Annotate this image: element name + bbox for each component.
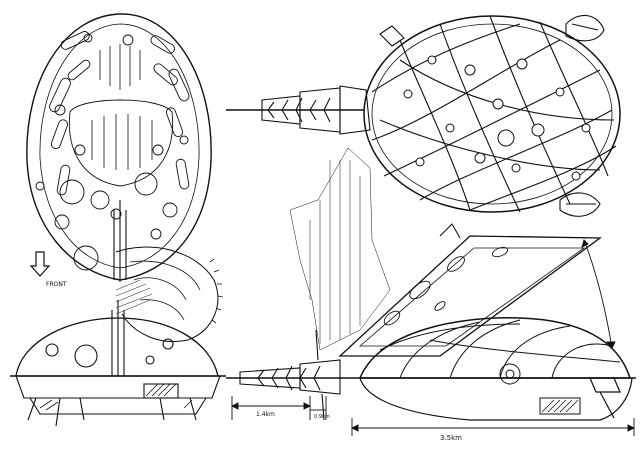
top-view-rear-fins [379, 14, 605, 217]
front-view-hatching [39, 383, 193, 411]
dimension-label-mid: 0.9km [314, 414, 330, 420]
side-view-hatching [541, 399, 579, 413]
front-label: FRONT [46, 281, 67, 288]
dimension-lines [230, 239, 636, 436]
crater-terrain-sketch [115, 246, 224, 342]
hull-side-view [226, 317, 636, 421]
ghost-silhouette [289, 147, 391, 351]
hull-front-view [10, 300, 226, 427]
top-view-front-spire [226, 85, 371, 135]
dimension-label-left: 1.4km [256, 411, 275, 418]
tilted-wing-view [338, 223, 602, 357]
side-view-front-spire [239, 329, 341, 421]
hull-bottom-view [26, 13, 212, 282]
dimension-label-total: 3.5km [440, 434, 462, 442]
hull-top-view [363, 15, 621, 213]
front-arrow-icon [29, 251, 51, 277]
hatching-shadow [115, 279, 153, 315]
